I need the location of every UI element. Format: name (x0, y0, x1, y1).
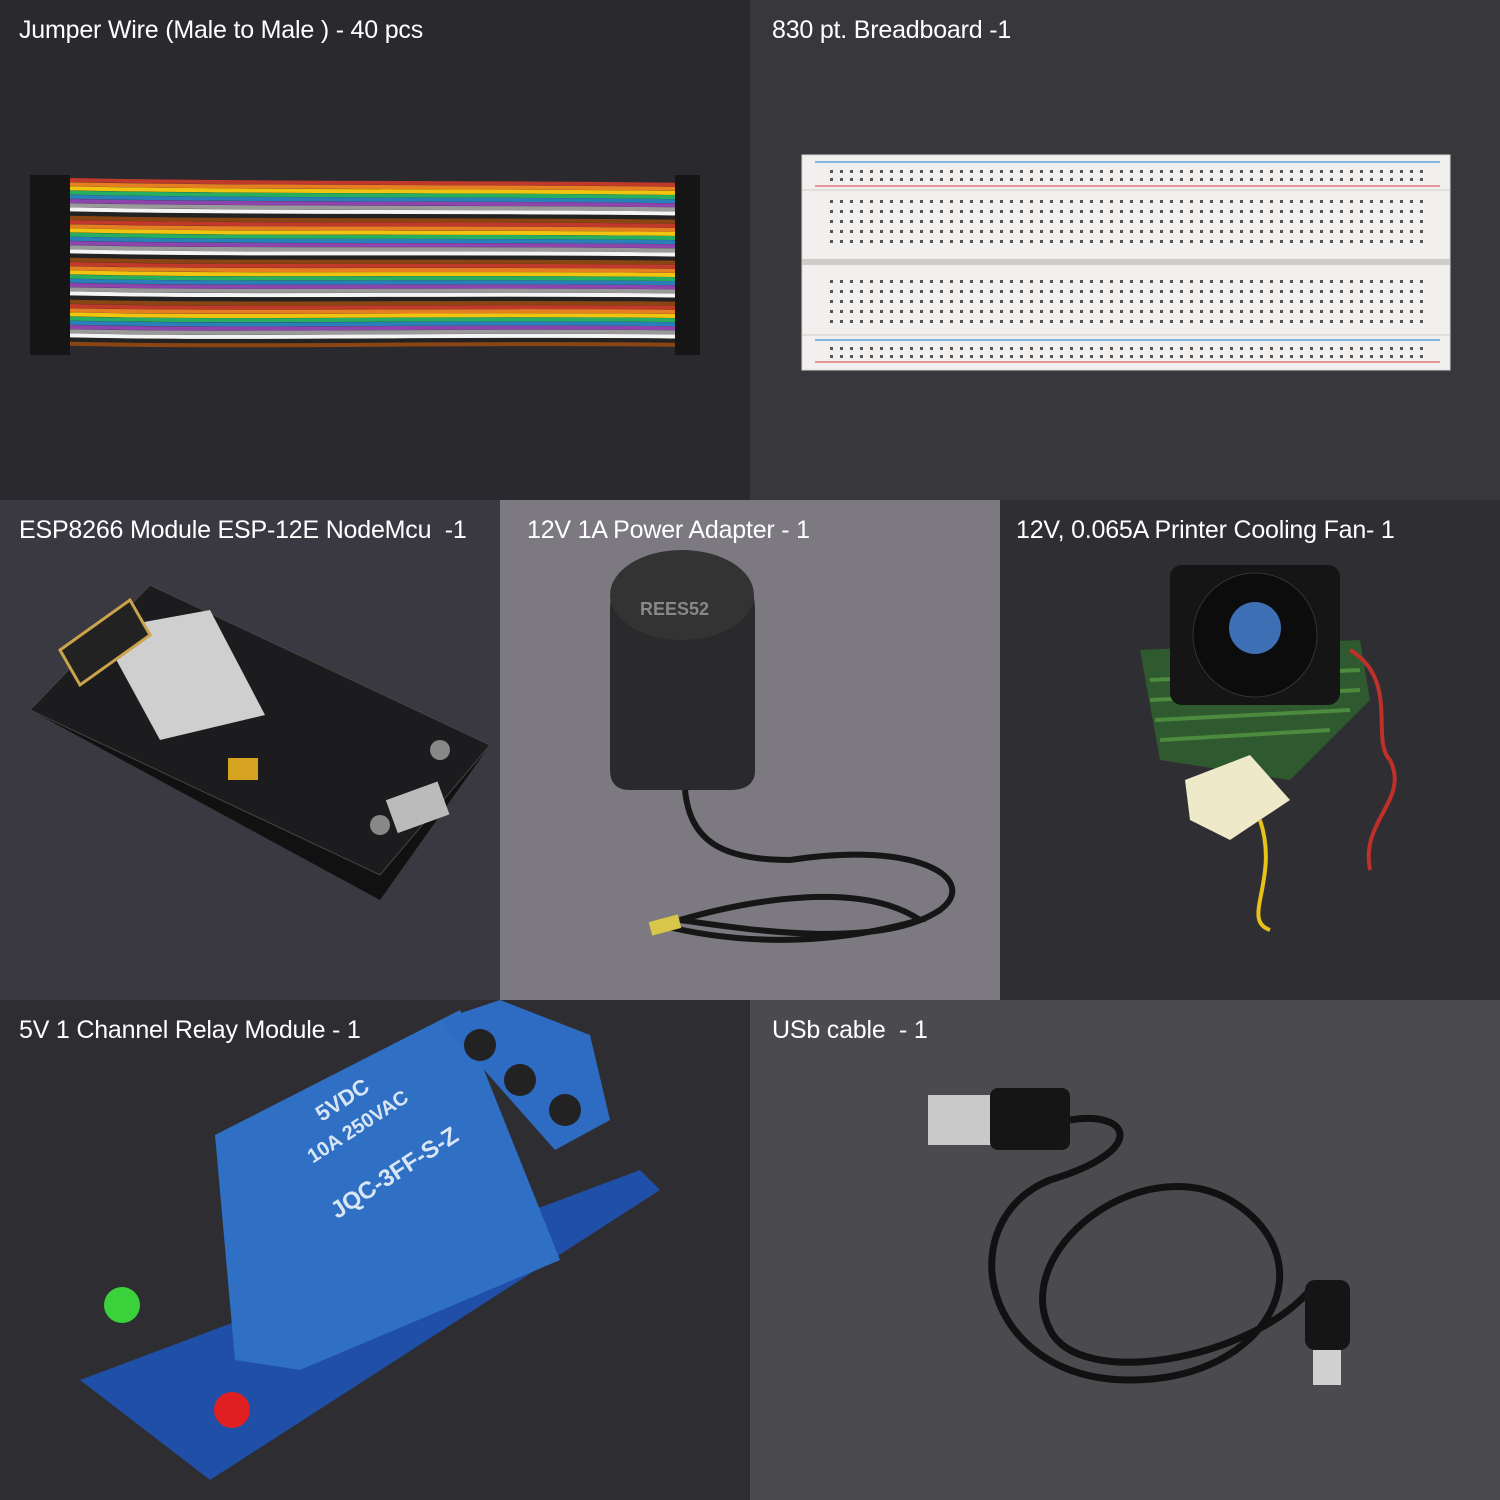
jumper-wire (69, 186, 691, 196)
product-label: Jumper Wire (Male to Male ) - 40 pcs (19, 16, 424, 44)
jumper-wire (69, 270, 691, 278)
panel-relay-module: 5VDC 10A 250VAC JQC-3FF-S-Z 5V 1 Channel… (0, 1000, 750, 1500)
wire-connector-housing (30, 175, 70, 355)
wire-connector-housing (675, 175, 700, 355)
jumper-wire (69, 236, 691, 245)
jumper-wire (69, 245, 691, 253)
panel-power-adapter: 12V 1A Power Adapter - 1 REES52 (500, 500, 1000, 1000)
jumper-wire (69, 262, 691, 269)
panel-nodemcu: ESP8266 Module ESP-12E NodeMcu -1 (0, 500, 500, 1000)
jumper-wire (69, 207, 691, 216)
jumper-wire (69, 253, 691, 261)
jumper-wire (69, 266, 691, 274)
panel-breadboard: 830 pt. Breadboard -1 (750, 0, 1500, 500)
jumper-wire (69, 190, 691, 200)
jumper-wire (69, 291, 691, 298)
jumper-wire (69, 220, 691, 228)
jumper-wire (69, 316, 691, 323)
adapter-brand: REES52 (640, 599, 709, 619)
jumper-wire (69, 178, 691, 187)
product-label: 12V, 0.065A Printer Cooling Fan- 1 (1016, 516, 1395, 544)
jumper-wire (69, 337, 691, 344)
panel-cooling-fan: 12V, 0.065A Printer Cooling Fan- 1 (1000, 500, 1500, 1000)
product-label: 830 pt. Breadboard -1 (772, 16, 1012, 44)
relay-module-image: 5VDC 10A 250VAC JQC-3FF-S-Z (80, 1000, 660, 1480)
jumper-wire (69, 308, 691, 315)
jumper-wire (69, 274, 691, 282)
jumper-wire (69, 333, 691, 339)
nodemcu-image (29, 584, 491, 900)
jumper-wire (69, 287, 691, 294)
jumper-wire (69, 325, 691, 331)
jumper-wire (69, 194, 691, 204)
jumper-wire (69, 228, 691, 237)
usb-cable-image (928, 1088, 1350, 1385)
jumper-wire (69, 199, 691, 208)
jumper-wire (69, 278, 691, 286)
jumper-wire (69, 224, 691, 233)
jumper-wire (69, 295, 691, 302)
jumper-wire (69, 241, 691, 249)
jumper-wire (69, 257, 691, 265)
product-label: 12V 1A Power Adapter - 1 (527, 516, 810, 544)
panel-usb-cable: USb cable - 1 (750, 1000, 1500, 1500)
jumper-wire (69, 232, 691, 241)
product-label: USb cable - 1 (772, 1016, 928, 1044)
jumper-wire (69, 203, 691, 212)
jumper-wire (69, 329, 691, 335)
jumper-wire (69, 215, 691, 224)
panel-jumper-wire: Jumper Wire (Male to Male ) - 40 pcs (0, 0, 750, 500)
jumper-wire (69, 283, 691, 290)
power-adapter-image: REES52 (610, 550, 956, 943)
jumper-wire (69, 299, 691, 306)
cooling-fan-image (1140, 565, 1397, 932)
jumper-wire (69, 182, 691, 192)
jumper-wire (69, 249, 691, 257)
jumper-wire (69, 320, 691, 327)
product-label: ESP8266 Module ESP-12E NodeMcu -1 (19, 516, 467, 544)
breadboard-image (801, 154, 1451, 371)
jumper-wire (69, 341, 691, 348)
jumper-wire (69, 312, 691, 319)
jumper-wire-image (30, 175, 700, 355)
jumper-wire (69, 304, 691, 310)
product-label: 5V 1 Channel Relay Module - 1 (19, 1016, 361, 1044)
jumper-wire (69, 211, 691, 220)
